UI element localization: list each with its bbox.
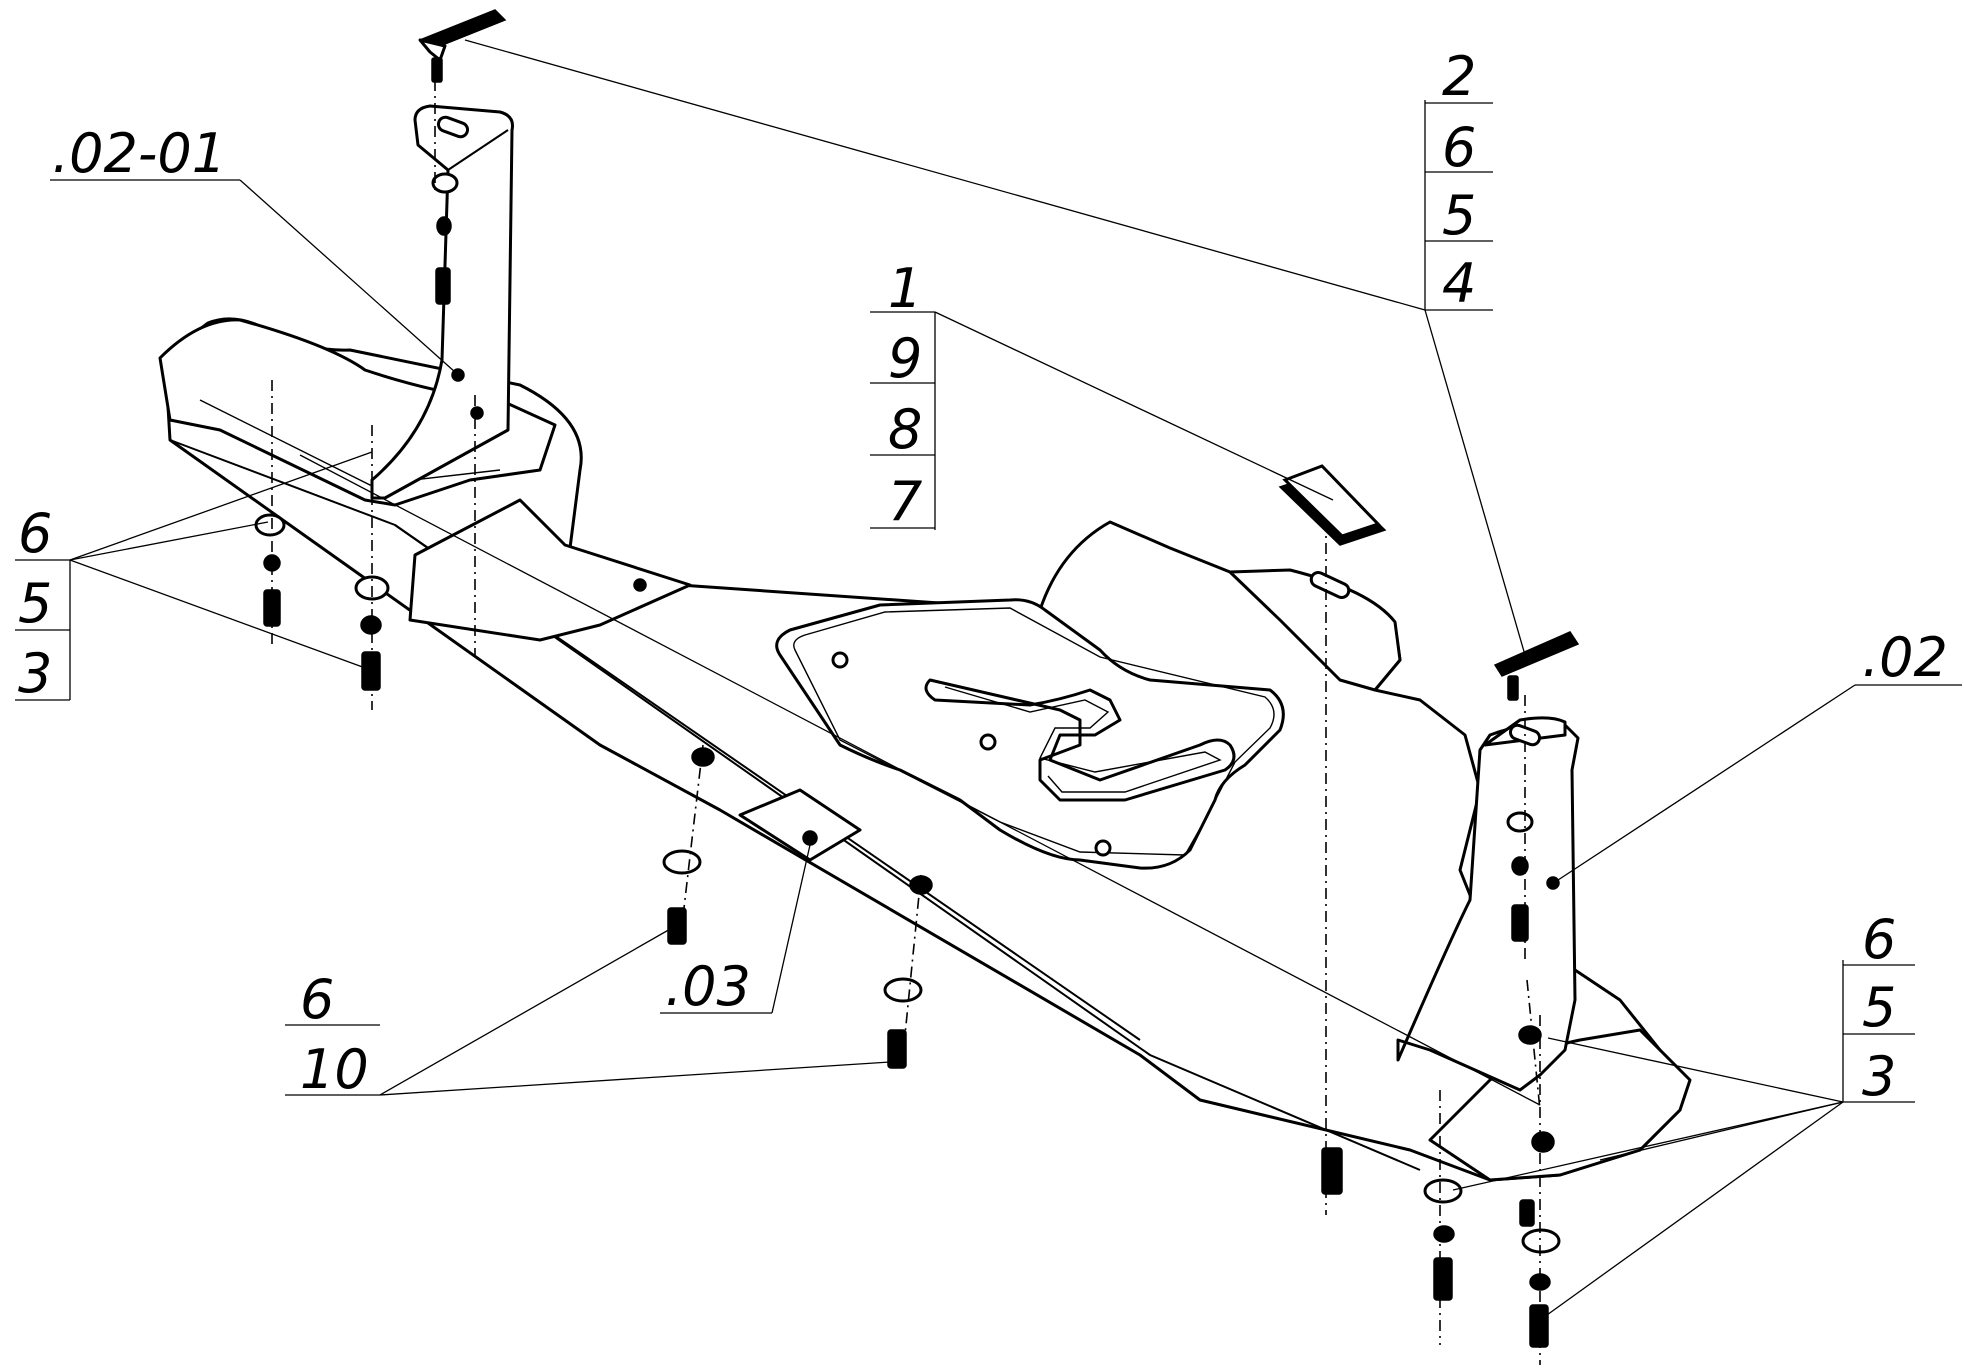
callout-item: 10 xyxy=(300,1038,369,1101)
right-bracket xyxy=(1278,464,1580,1092)
callout-item: 8 xyxy=(888,398,922,461)
callout-item: 9 xyxy=(888,327,922,390)
callout-item: 2 xyxy=(1442,45,1476,108)
callout-03: .03 xyxy=(665,955,751,1018)
fastener-stack-right xyxy=(1321,1025,1561,1348)
callout-item: 3 xyxy=(1862,1045,1896,1108)
callout-label-03: .03 xyxy=(665,955,751,1018)
callout-item: 5 xyxy=(18,572,52,635)
callout-stack-right: 6 5 3 xyxy=(1843,908,1915,1108)
callout-02: .02 xyxy=(1862,626,1948,689)
left-bracket xyxy=(370,9,514,500)
callout-item: 7 xyxy=(888,470,922,533)
callout-02-01: .02-01 xyxy=(52,122,226,185)
leaders xyxy=(15,39,1962,1321)
skid-plate xyxy=(158,317,1692,1182)
axes xyxy=(271,80,1541,1365)
callout-stack-bottom: 6 10 xyxy=(285,968,380,1101)
callout-item: 6 xyxy=(300,968,334,1031)
callout-stack-left: 6 5 3 xyxy=(15,502,70,705)
callout-item: 6 xyxy=(1442,116,1476,179)
callout-label-02-01: .02-01 xyxy=(52,122,226,185)
callout-item: 5 xyxy=(1862,976,1896,1039)
callout-label-02: .02 xyxy=(1862,626,1948,689)
callout-item: 1 xyxy=(888,257,922,320)
callout-item: 5 xyxy=(1442,184,1476,247)
callout-item: 6 xyxy=(1862,908,1896,971)
callout-stack-center: 1 9 8 7 xyxy=(870,257,935,533)
callout-item: 4 xyxy=(1442,252,1476,315)
callout-item: 6 xyxy=(18,502,52,565)
callout-stack-top-right: 2 6 5 4 xyxy=(1425,45,1493,315)
callout-item: 3 xyxy=(18,642,52,705)
